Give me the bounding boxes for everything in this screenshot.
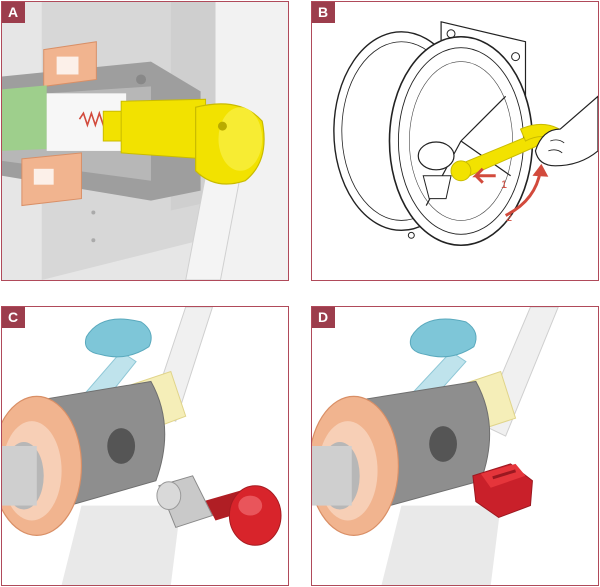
hose-reel-illustration: [312, 2, 598, 280]
knob-hole: [217, 121, 227, 131]
panel-c: C: [1, 306, 289, 586]
blue-grip: [84, 318, 152, 358]
panel-d: D: [311, 306, 599, 586]
panel-label: B: [312, 2, 335, 23]
panel-a: A: [1, 1, 289, 281]
step-1-label: 1: [501, 179, 508, 191]
panel-label: C: [2, 307, 25, 328]
blue-grip: [409, 318, 477, 358]
panel-label: D: [312, 307, 335, 328]
step-2-label: 2: [506, 212, 513, 224]
hand: [534, 95, 598, 167]
push-arrow: [472, 167, 496, 184]
spring: [78, 110, 108, 128]
cap-removal-illustration: [2, 307, 288, 585]
shaft-assembly-illustration: [2, 2, 288, 280]
panel-label: A: [2, 2, 25, 23]
plug-install-illustration: [312, 307, 598, 585]
panel-b: 1 2 B: [311, 1, 599, 281]
reel-hub: [417, 141, 455, 171]
body-hole: [429, 426, 457, 462]
base-stand: [381, 505, 501, 585]
inner-sleeve: [2, 85, 47, 151]
body-hole: [107, 428, 136, 464]
base-stand: [61, 505, 181, 585]
red-cap: [228, 485, 282, 546]
